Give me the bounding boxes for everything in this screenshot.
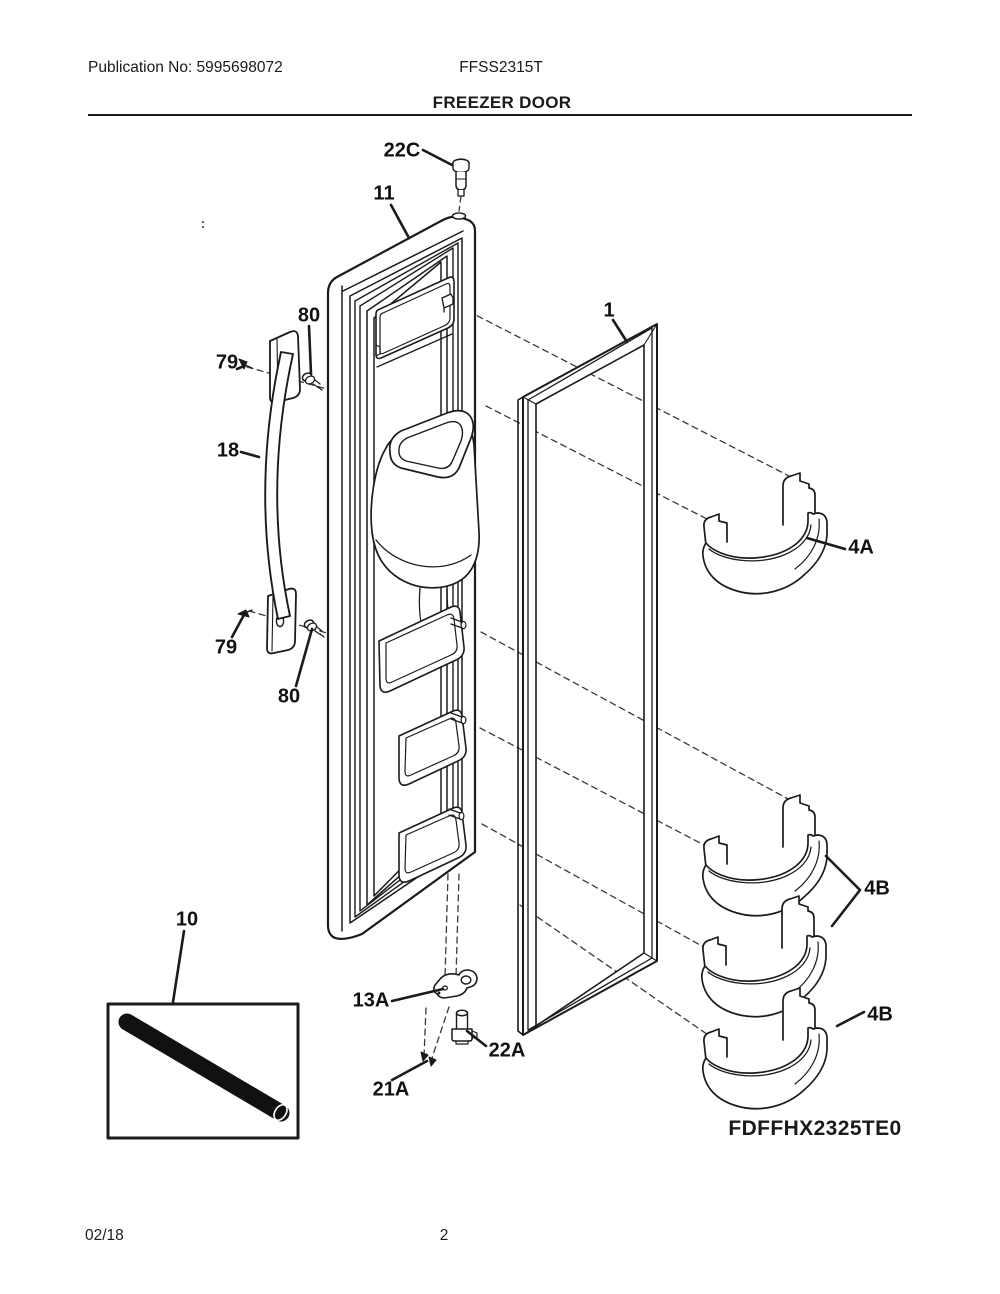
handle-screw-80-bottom [302, 617, 325, 638]
bottom-screws [420, 1051, 437, 1067]
callout-22c: 22C [383, 139, 421, 162]
callout-10: 10 [175, 908, 199, 931]
bottom-hinge-bracket [433, 969, 478, 999]
water-tube-kit [106, 1002, 300, 1140]
top-hinge-screw [452, 158, 470, 197]
product-code: FDFFHX2325TE0 [728, 1117, 902, 1140]
door-handle [264, 330, 301, 655]
callout-80-bottom: 80 [277, 685, 301, 708]
callout-79-top: 79 [215, 351, 239, 374]
model-number: FFSS2315T [459, 59, 543, 76]
water-valve-fitting [451, 1009, 478, 1045]
callout-80-top: 80 [297, 304, 321, 327]
revision-date: 02/18 [85, 1227, 124, 1244]
callout-4b-lower: 4B [867, 1003, 893, 1026]
callout-18: 18 [216, 439, 240, 462]
section-title: FREEZER DOOR [432, 93, 572, 112]
page-number: 2 [439, 1227, 449, 1244]
callout-11: 11 [373, 182, 395, 205]
callout-21a: 21A [372, 1078, 410, 1101]
publication-number: Publication No: 5995698072 [88, 59, 283, 76]
header-rule [88, 114, 912, 116]
callout-22a: 22A [488, 1039, 526, 1062]
door-bins [700, 472, 828, 1110]
door-bin-4a [701, 472, 828, 595]
freezer-door-panel [326, 212, 480, 941]
callout-4a: 4A [848, 536, 874, 559]
callout-13a: 13A [352, 989, 390, 1012]
door-gasket [517, 323, 658, 1036]
leader-lines [171, 148, 866, 1082]
callout-79-bottom: 79 [214, 636, 238, 659]
door-bin-4b-1 [701, 794, 828, 917]
callout-4b-upper: 4B [864, 877, 890, 900]
tube-kit-box [106, 1002, 300, 1140]
callout-1: 1 [603, 299, 615, 322]
print-artifact [201, 220, 205, 229]
water-tube [118, 1013, 290, 1122]
door-shelf-recesses [378, 605, 467, 883]
hinge-pin-hole [451, 212, 467, 220]
